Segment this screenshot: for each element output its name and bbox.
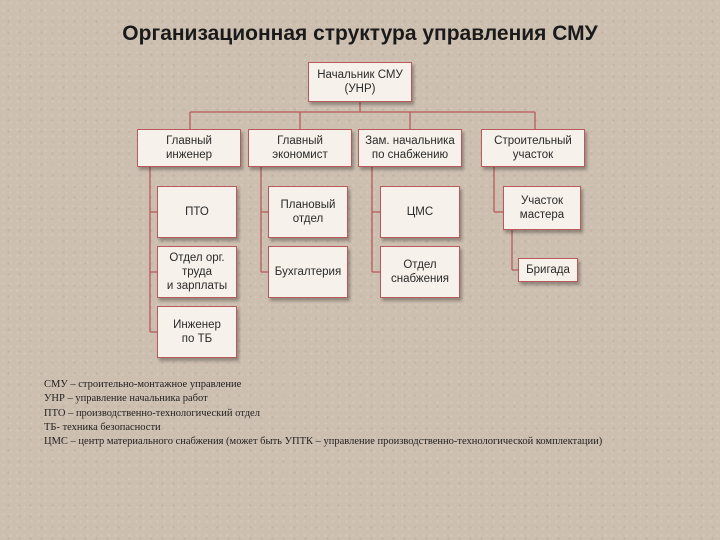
box-pto: ПТО <box>157 186 237 238</box>
page-title: Организационная структура управления СМУ <box>122 22 598 45</box>
box-head: Начальник СМУ (УНР) <box>308 62 412 102</box>
legend-item: УНР – управление начальника работ <box>44 393 208 405</box>
box-supply-dept: Отдел снабжения <box>380 246 460 298</box>
box-deputy-supply: Зам. начальника по снабжению <box>358 129 462 167</box>
box-foreman-site: Участок мастера <box>503 186 581 230</box>
box-chief-economist: Главный экономист <box>248 129 352 167</box>
abbreviation-legend: СМУ – строительно-монтажное управление У… <box>44 378 704 449</box>
box-labor-org: Отдел орг. труда и зарплаты <box>157 246 237 298</box>
legend-item: ТБ- техника безопасности <box>44 421 161 433</box>
legend-item: СМУ – строительно-монтажное управление <box>44 379 242 390</box>
box-chief-engineer: Главный инженер <box>137 129 241 167</box>
box-cms: ЦМС <box>380 186 460 238</box>
legend-item: ПТО – производственно-технологический от… <box>44 407 260 419</box>
box-planning: Плановый отдел <box>268 186 348 238</box>
legend-item: ЦМС – центр материального снабжения (мож… <box>44 436 603 448</box>
box-brigade: Бригада <box>518 258 578 282</box>
box-safety-engineer: Инженер по ТБ <box>157 306 237 358</box>
box-construction-site: Строительный участок <box>481 129 585 167</box>
box-accounting: Бухгалтерия <box>268 246 348 298</box>
